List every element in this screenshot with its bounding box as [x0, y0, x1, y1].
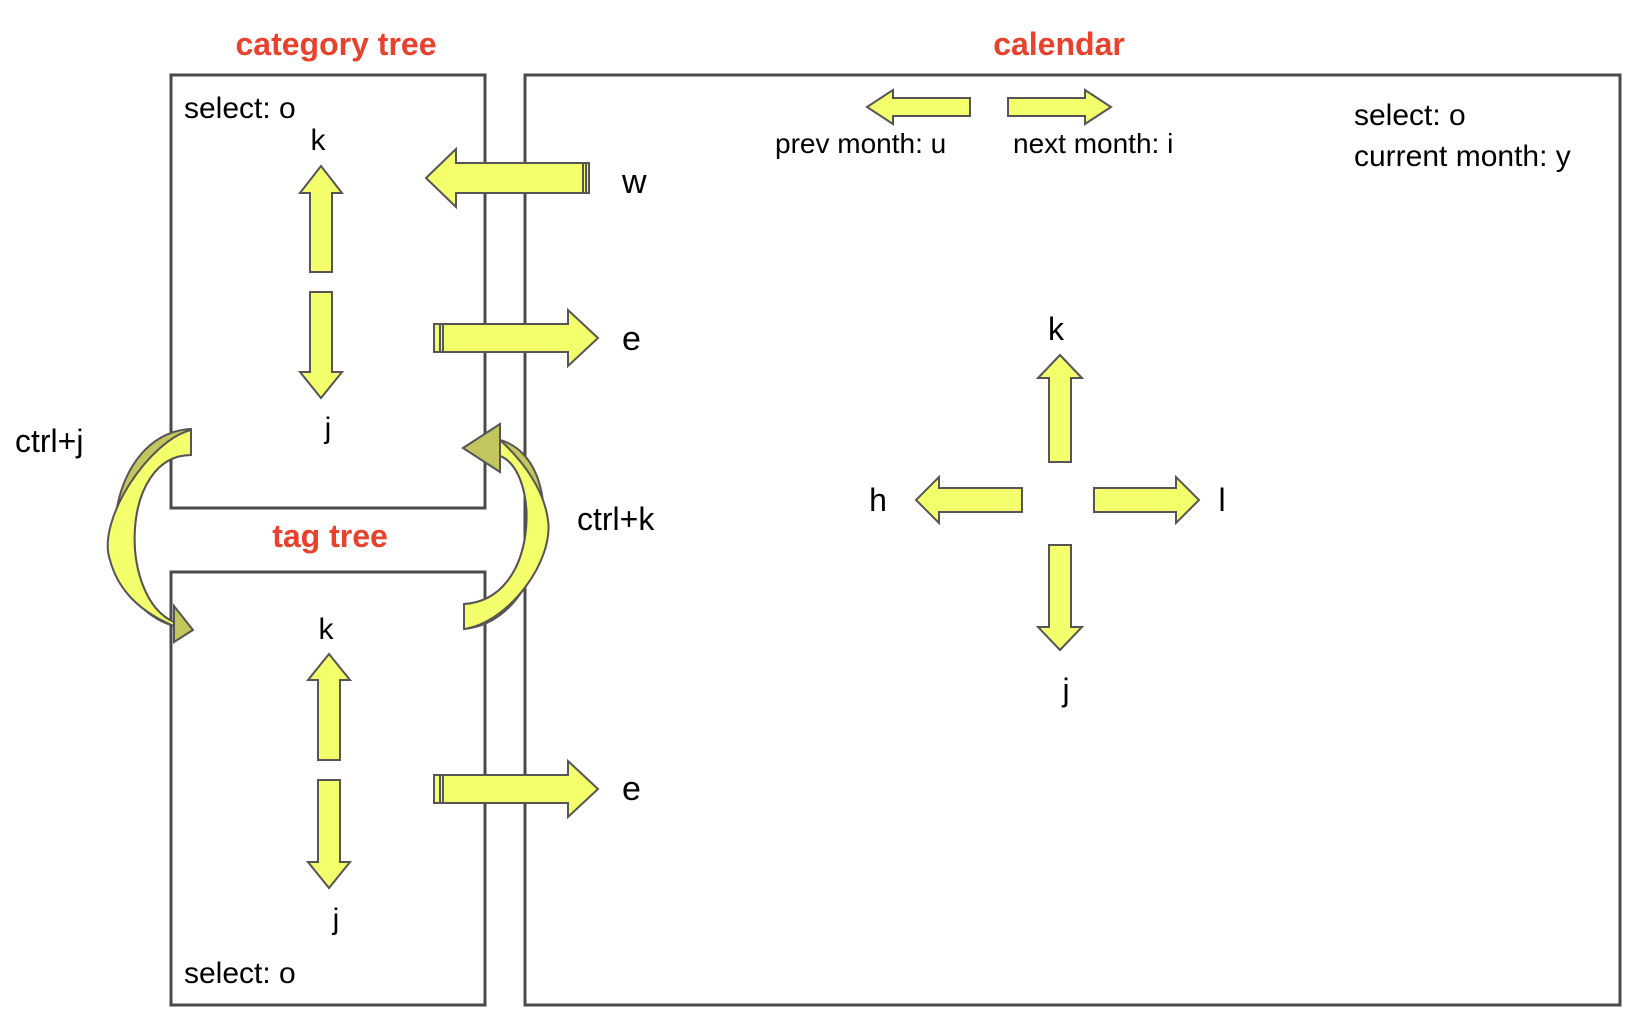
- ctrl-j-label: ctrl+j: [15, 423, 83, 459]
- category-select-label: select: o: [184, 92, 296, 125]
- tag-down-key: j: [332, 903, 340, 936]
- category-down-key: j: [324, 412, 332, 445]
- ctrl-k-label: ctrl+k: [577, 501, 655, 537]
- prev-month-label: prev month: u: [775, 128, 946, 159]
- tag-tree-title: tag tree: [272, 518, 388, 554]
- category-down-arrow: [297, 291, 345, 400]
- calendar-down-key: j: [1061, 672, 1069, 708]
- category-up-key: k: [311, 124, 327, 157]
- calendar-left-key: h: [869, 482, 887, 518]
- e-right-arrow-tag: [433, 758, 600, 820]
- current-month-label: current month: y: [1354, 140, 1571, 173]
- e-key-label-tag: e: [622, 770, 641, 808]
- category-tree-title: category tree: [236, 26, 437, 62]
- prev-month-arrow: [865, 88, 971, 126]
- tag-up-key: k: [319, 613, 335, 646]
- category-up-arrow: [297, 164, 345, 273]
- calendar-down-arrow: [1035, 544, 1085, 652]
- calendar-right-key: l: [1218, 482, 1225, 518]
- e-key-label-category: e: [622, 320, 641, 358]
- tag-down-arrow: [305, 779, 353, 890]
- calendar-up-arrow: [1035, 353, 1085, 463]
- calendar-right-arrow: [1093, 474, 1201, 526]
- calendar-left-arrow: [914, 474, 1023, 526]
- calendar-panel: [523, 73, 1622, 1007]
- calendar-title: calendar: [993, 26, 1125, 62]
- calendar-select-label: select: o: [1354, 99, 1466, 132]
- ctrl-k-curved-arrow: [461, 422, 550, 631]
- ctrl-j-curved-arrow: [106, 427, 195, 644]
- e-right-arrow-category: [433, 307, 600, 369]
- w-left-arrow: [424, 146, 590, 210]
- tag-up-arrow: [305, 652, 353, 761]
- category-tree-panel: [169, 73, 487, 510]
- calendar-up-key: k: [1048, 311, 1065, 347]
- tag-select-label: select: o: [184, 957, 296, 990]
- next-month-arrow: [1007, 88, 1113, 126]
- w-key-label: w: [621, 163, 647, 201]
- next-month-label: next month: i: [1013, 128, 1173, 159]
